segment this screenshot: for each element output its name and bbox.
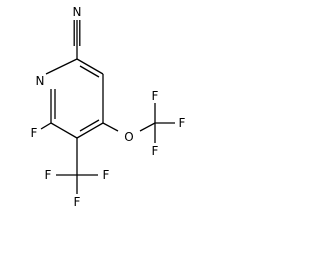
ring-bond-c4-c5	[76, 122, 104, 139]
bond-c6-f	[40, 122, 52, 130]
atom-label-cf3-f-bottom: F	[74, 195, 81, 209]
atom-label-nitrile-n: N	[73, 5, 82, 19]
bond-c4-o	[102, 122, 119, 132]
ring-bond-c5-c6	[50, 122, 78, 139]
atom-label-ocf3-f-bottom: F	[152, 144, 159, 158]
atom-label-ring-n: N	[36, 74, 45, 88]
atom-label-ring-f: F	[31, 126, 38, 140]
atom-label-ocf3-f-top: F	[152, 89, 159, 103]
atom-label-ether-o: O	[124, 130, 133, 144]
ring-bond-c2-c3	[76, 58, 104, 75]
atom-label-cf3-f-right: F	[103, 168, 110, 182]
bond-o-cf3	[139, 122, 156, 132]
atom-label-cf3-f-left: F	[45, 168, 52, 182]
ring-bond-n1-c2	[45, 58, 78, 75]
chemical-structure-diagram: N N F O F F F F F F	[31, 5, 186, 209]
ring-bond-c4-c5-inner	[79, 119, 100, 132]
atom-label-ocf3-f-right: F	[179, 116, 186, 130]
ring-bond-c2-c3-inner	[79, 65, 100, 78]
